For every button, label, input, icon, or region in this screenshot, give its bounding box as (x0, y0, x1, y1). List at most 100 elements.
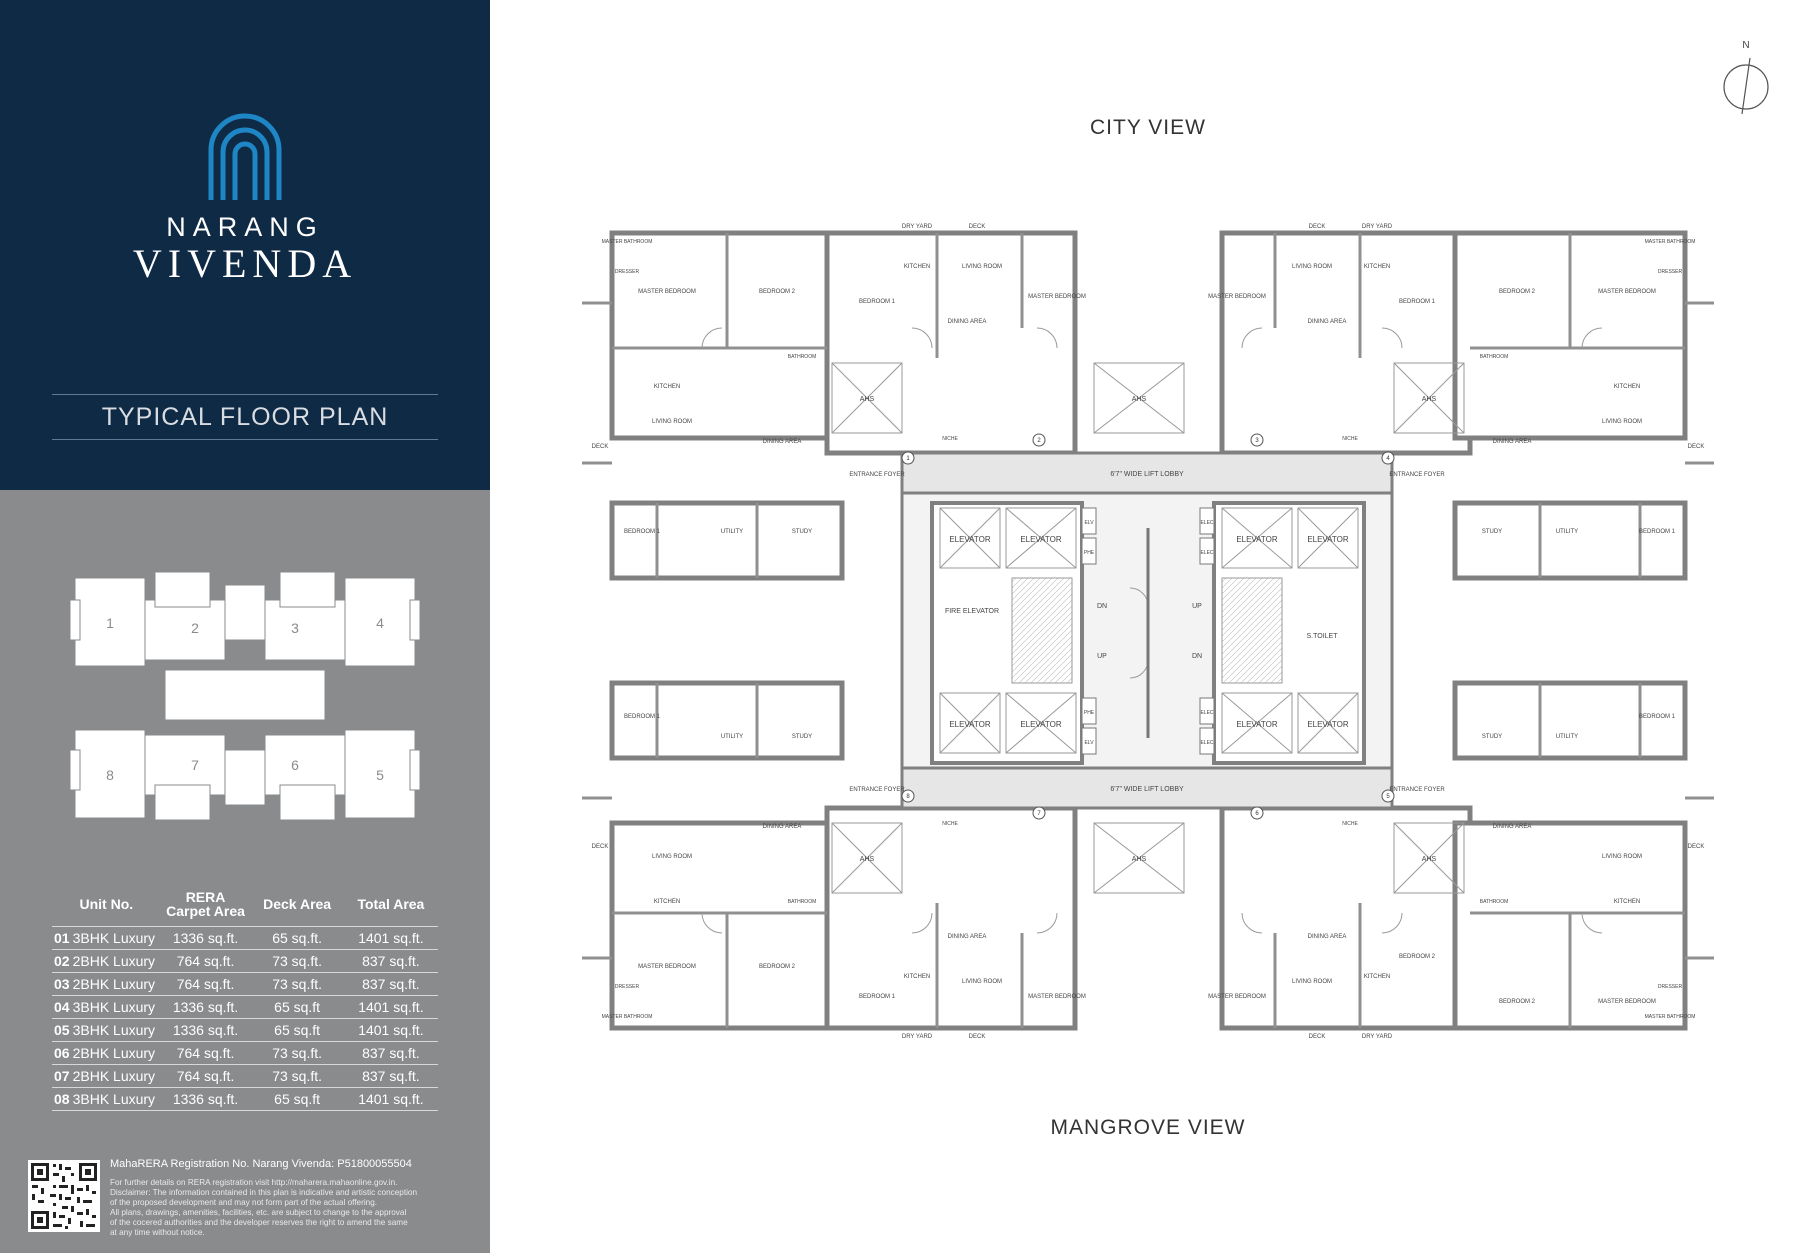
room-label: KITCHEN (1364, 264, 1390, 270)
lift-lobby-label: 6'7" WIDE LIFT LOBBY (1110, 471, 1184, 478)
room-label: MASTER BEDROOM (1208, 994, 1266, 1000)
brand-logo-icon (208, 113, 282, 200)
unit-number: 01 (54, 930, 70, 946)
unit-marker: 5 (1386, 794, 1390, 800)
elevator-label: ELEVATOR (1020, 720, 1062, 729)
room-label: BEDROOM 2 (759, 964, 796, 970)
total-area: 1401 sq.ft. (343, 1018, 438, 1042)
room-label: BATHROOM (1480, 354, 1509, 360)
room-label: BEDROOM 2 (1499, 289, 1536, 295)
stair-up-label: UP (1097, 653, 1107, 660)
unit-number: 07 (54, 1068, 70, 1084)
room-label: MASTER BEDROOM (1598, 999, 1656, 1005)
room-label: MASTER BATHROOM (1645, 239, 1696, 245)
niche-label: NICHE (1342, 821, 1358, 827)
room-label: MASTER BATHROOM (602, 239, 653, 245)
room-label: DRY YARD (1362, 1034, 1393, 1040)
room-label: BEDROOM 1 (624, 714, 661, 720)
keyplan-unit-label: 8 (106, 767, 114, 783)
unit-number: 04 (54, 999, 70, 1015)
niche-label: NICHE (942, 821, 958, 827)
room-label: STUDY (792, 734, 812, 740)
total-area: 1401 sq.ft. (343, 1087, 438, 1111)
entrance-foyer-label: ENTRANCE FOYER (1389, 472, 1445, 478)
phe-shaft-label: PHE (1084, 550, 1095, 556)
room-label: BEDROOM 1 (624, 529, 661, 535)
room-label: DINING AREA (763, 824, 802, 830)
entrance-foyer-label: ENTRANCE FOYER (849, 472, 905, 478)
rera-registration: MahaRERA Registration No. Narang Vivenda… (110, 1158, 412, 1170)
elec-shaft-label: ELEC (1200, 550, 1213, 556)
unit-number: 02 (54, 953, 70, 969)
room-label: KITCHEN (904, 974, 930, 980)
elevator-label: ELEVATOR (1236, 720, 1278, 729)
unit-number: 08 (54, 1091, 70, 1107)
elevator-label: ELEVATOR (949, 720, 991, 729)
ahs-label: AHS (1132, 396, 1147, 403)
keyplan-unit-label: 2 (191, 620, 199, 636)
mangrove-view-label: MANGROVE VIEW (1050, 1116, 1246, 1139)
room-label: BEDROOM 1 (1639, 529, 1676, 535)
qr-code-icon[interactable] (28, 1160, 100, 1232)
deck-area: 73 sq.ft. (250, 1064, 344, 1088)
elec-shaft-label: ELEC (1200, 740, 1213, 746)
unit-type: 3BHK Luxury (72, 1022, 156, 1038)
room-label: DECK (1309, 1034, 1326, 1040)
disclaimer-line: Disclaimer: The information contained in… (110, 1188, 418, 1197)
room-label: DINING AREA (1308, 319, 1347, 325)
room-label: LIVING ROOM (1292, 264, 1332, 270)
north-compass-icon: N (1723, 40, 1769, 114)
room-label: STUDY (1482, 734, 1502, 740)
room-label: UTILITY (721, 734, 743, 740)
deck-area: 65 sq.ft (250, 1087, 344, 1111)
ahs-label: AHS (1422, 856, 1437, 863)
room-label: LIVING ROOM (962, 264, 1002, 270)
carpet-area: 1336 sq.ft. (160, 1087, 251, 1111)
room-label: BEDROOM 1 (1639, 714, 1676, 720)
col-header-deck: Deck Area (250, 888, 344, 927)
plan-title-box: TYPICAL FLOOR PLAN (52, 394, 438, 440)
sidebar-panel: NARANG VIVENDA TYPICAL FLOOR PLAN (0, 0, 490, 1253)
page-title: TYPICAL FLOOR PLAN (101, 403, 389, 431)
room-label: DECK (969, 1034, 986, 1040)
total-area: 837 sq.ft. (343, 972, 438, 996)
room-label: DECK (1688, 844, 1705, 850)
room-label: KITCHEN (1614, 899, 1640, 905)
elv-shaft-label: ELV (1084, 740, 1094, 746)
brand-panel: NARANG VIVENDA TYPICAL FLOOR PLAN (0, 0, 490, 490)
room-label: KITCHEN (654, 384, 680, 390)
unit-marker: 2 (1037, 438, 1041, 444)
carpet-area: 764 sq.ft. (160, 1064, 251, 1088)
room-label: MASTER BATHROOM (602, 1014, 653, 1020)
col-header-unit: Unit No. (52, 888, 161, 927)
keyplan-unit-label: 6 (291, 757, 299, 773)
room-label: DRY YARD (902, 1034, 933, 1040)
unit-type: 2BHK Luxury (72, 1045, 156, 1061)
room-label: LIVING ROOM (1602, 419, 1642, 425)
niche-label: NICHE (1342, 436, 1358, 442)
room-label: DRY YARD (1362, 224, 1393, 230)
city-view-label: CITY VIEW (1090, 116, 1206, 139)
lift-lobby-label: 6'7" WIDE LIFT LOBBY (1110, 786, 1184, 793)
room-label: MASTER BEDROOM (638, 289, 696, 295)
elec-shaft-label: ELEC (1200, 710, 1213, 716)
room-label: LIVING ROOM (1292, 979, 1332, 985)
room-label: MASTER BEDROOM (638, 964, 696, 970)
room-label: DECK (969, 224, 986, 230)
room-label: DINING AREA (1308, 934, 1347, 940)
elv-shaft-label: ELV (1084, 520, 1094, 526)
unit-type: 3BHK Luxury (72, 930, 156, 946)
carpet-area: 1336 sq.ft. (160, 995, 251, 1019)
brand-name-line2: VIVENDA (132, 241, 358, 286)
unit-type: 2BHK Luxury (72, 1068, 156, 1084)
room-label: DECK (592, 844, 609, 850)
room-label: MASTER BEDROOM (1208, 294, 1266, 300)
room-label: STUDY (792, 529, 812, 535)
unit-type: 3BHK Luxury (72, 1091, 156, 1107)
